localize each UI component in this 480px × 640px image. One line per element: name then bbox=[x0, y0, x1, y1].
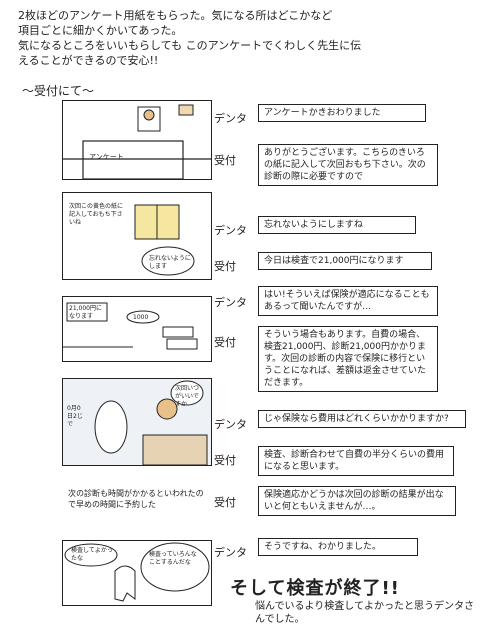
dialogue-bubble: 忘れないようにしますね bbox=[258, 216, 416, 234]
comic-panel-reception: アンケート bbox=[62, 100, 212, 180]
speaker-label: 受付 bbox=[214, 154, 236, 167]
dialogue-bubble: はい!そういえば保険が適応になることもあるって聞いたんですが… bbox=[258, 286, 438, 316]
comic-panel-finale: 検査してよかったな 検査っていろんなことするんだな bbox=[62, 540, 212, 606]
closing-text: 悩んでいるより検査してよかったと思うデンタさんでした。 bbox=[255, 601, 474, 625]
dialogue-bubble: 検査、診断合わせて自費の半分くらいの費用になると思います。 bbox=[258, 446, 454, 476]
denta-speech: 忘れないようにします bbox=[149, 255, 191, 270]
reception-desk-illustration bbox=[63, 104, 211, 179]
speaker-label: 受付 bbox=[214, 496, 236, 509]
speaker-label: 受付 bbox=[214, 454, 236, 467]
appointment-illustration bbox=[63, 379, 211, 465]
finale-heading: そして検査が終了!! bbox=[230, 578, 400, 599]
speaker-label: デンタ bbox=[214, 546, 247, 559]
yellow-form-illustration bbox=[134, 204, 195, 276]
receptionist-speech: 次回いつがいいですか bbox=[175, 385, 200, 408]
denta-speech: 検査してよかったな bbox=[71, 547, 113, 562]
receptionist-speech: 次回この黄色の紙に記入しておもち下さいね bbox=[69, 203, 124, 226]
money-label: 1000 bbox=[133, 314, 149, 321]
speaker-label: 受付 bbox=[214, 260, 236, 273]
comic-panel-yellow-form: 次回この黄色の紙に記入しておもち下さいね 忘れないようにします bbox=[62, 192, 212, 280]
payment-illustration bbox=[63, 302, 198, 350]
dialogue-bubble: そうですね、わかりました。 bbox=[258, 538, 418, 556]
panel-caption: 次の診断も時間がかかるといわれたので早めの時間に予約した bbox=[68, 489, 204, 509]
dialogue-bubble: 今日は検査で21,000円になります bbox=[258, 252, 432, 270]
comic-panel-appointment: 0月0日2じで 次回いつがいいですか bbox=[62, 378, 212, 466]
section-heading: 〜受付にて〜 bbox=[22, 84, 95, 98]
intro-line: 気になるところをいいもらしても このアンケートでくわしく先生に伝 bbox=[18, 39, 362, 52]
dialogue-bubble: そういう場合もあります。自費の場合、検査21,000円、診断21,000円かかり… bbox=[258, 326, 438, 392]
speaker-label: デンタ bbox=[214, 224, 247, 237]
intro-line: えることができるので安心!! bbox=[18, 54, 159, 67]
dialogue-bubble: 保険適応かどうかは次回の診断の結果が出ないと何ともいえませんが…。 bbox=[258, 486, 456, 516]
speaker-label: デンタ bbox=[214, 418, 247, 431]
tooth-character-illustration bbox=[64, 542, 210, 602]
questionnaire-sign: アンケート bbox=[89, 153, 124, 161]
intro-text: 2枚ほどのアンケート用紙をもらった。気になる所はどこかなど 項目ごとに細かくかい… bbox=[18, 8, 468, 68]
dialogue-bubble: アンケートかきおわりました bbox=[258, 104, 426, 122]
price-tag: 21,000円になります bbox=[69, 305, 102, 320]
denta-thought: 検査っていろんなことするんだな bbox=[149, 551, 197, 566]
dialogue-bubble: じゃ保険なら費用はどれくらいかかりますか? bbox=[258, 410, 466, 428]
comic-panel-payment: 21,000円になります 1000 bbox=[62, 296, 212, 362]
speaker-label: 受付 bbox=[214, 336, 236, 349]
calendar-note: 0月0日2じで bbox=[67, 405, 83, 428]
intro-line: 2枚ほどのアンケート用紙をもらった。気になる所はどこかなど bbox=[18, 9, 333, 22]
intro-line: 項目ごとに細かくかいてあった。 bbox=[18, 24, 183, 37]
speaker-label: デンタ bbox=[214, 112, 247, 125]
dialogue-bubble: ありがとうございます。こちらのきいろの紙に記入して次回おもち下さい。次の診断の際… bbox=[258, 144, 438, 186]
speaker-label: デンタ bbox=[214, 296, 247, 309]
